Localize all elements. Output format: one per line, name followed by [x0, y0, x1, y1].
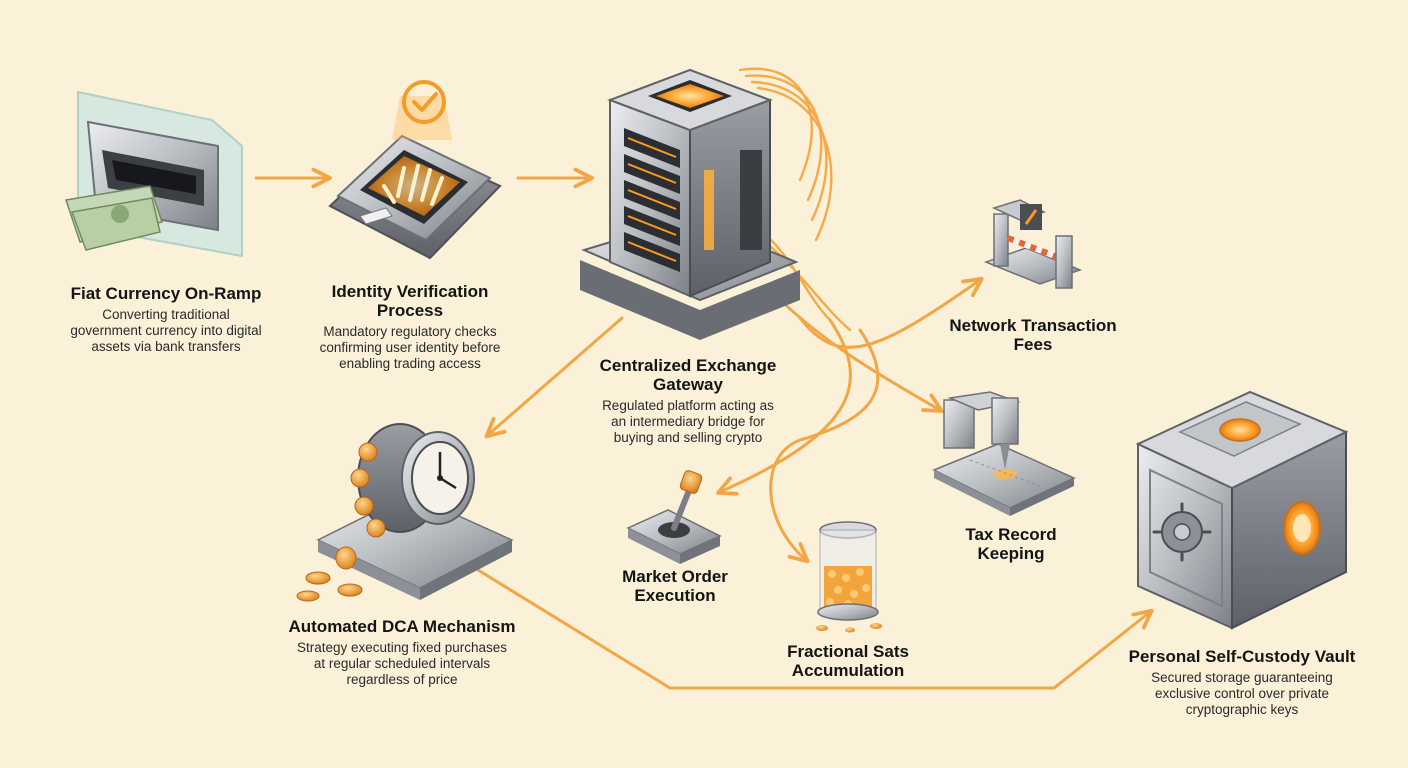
- coin-jar-icon: [816, 521, 882, 633]
- desc-line: enabling trading access: [339, 356, 481, 371]
- node-identity-verification: Identity Verification Process Mandatory …: [300, 282, 520, 372]
- clock-coin-machine-icon: [296, 423, 514, 602]
- server-racks: [624, 128, 680, 272]
- node-description: Strategy executing fixed purchases at re…: [270, 640, 534, 688]
- node-title: Automated DCA Mechanism: [288, 617, 516, 636]
- desc-line: buying and selling crypto: [613, 430, 763, 445]
- desc-line: assets via bank transfers: [91, 339, 241, 354]
- title-line: Centralized Exchange: [599, 356, 777, 375]
- title-line: Accumulation: [791, 661, 905, 680]
- node-title: Personal Self-Custody Vault: [1128, 647, 1356, 666]
- desc-line: Secured storage guaranteeing: [1151, 670, 1333, 685]
- node-title: Centralized Exchange Gateway: [574, 356, 802, 394]
- node-centralized-exchange: Centralized Exchange Gateway Regulated p…: [574, 356, 802, 446]
- banknotes: [65, 185, 163, 251]
- node-market-order-execution: Market Order Execution: [584, 567, 766, 605]
- engraver-icon: [932, 391, 1076, 516]
- hand-scanner-icon: [328, 80, 502, 260]
- node-self-custody-vault: Personal Self-Custody Vault Secured stor…: [1112, 647, 1372, 718]
- toll-gate-icon: [983, 199, 1083, 289]
- desc-line: confirming user identity before: [319, 340, 501, 355]
- desc-line: at regular scheduled intervals: [313, 656, 491, 671]
- node-description: Mandatory regulatory checks confirming u…: [300, 324, 520, 372]
- server-tower-icon: [580, 68, 800, 340]
- node-fractional-sats: Fractional Sats Accumulation: [756, 642, 940, 680]
- title-line: Execution: [634, 586, 716, 605]
- title-line: Network Transaction: [949, 316, 1117, 335]
- node-automated-dca: Automated DCA Mechanism Strategy executi…: [270, 617, 534, 688]
- safe-vault-icon: [1135, 390, 1349, 630]
- desc-line: Regulated platform acting as: [602, 398, 774, 413]
- node-tax-record-keeping: Tax Record Keeping: [920, 525, 1102, 563]
- title-line: Fees: [1013, 335, 1053, 354]
- node-description: Converting traditional government curren…: [48, 307, 284, 355]
- title-line: Tax Record: [965, 525, 1057, 544]
- arrow-exchange-to-dca: [484, 316, 624, 439]
- connectors: [254, 167, 1154, 690]
- title-line: Keeping: [977, 544, 1045, 563]
- node-description: Regulated platform acting as an intermed…: [574, 398, 802, 446]
- node-description: Secured storage guaranteeing exclusive c…: [1112, 670, 1372, 718]
- check-badge: [392, 80, 452, 140]
- title-line: Process: [376, 301, 444, 320]
- node-title: Fractional Sats Accumulation: [756, 642, 940, 680]
- desc-line: exclusive control over private: [1154, 686, 1330, 701]
- title-line: Gateway: [653, 375, 723, 394]
- desc-line: Mandatory regulatory checks: [323, 324, 497, 339]
- desc-line: an intermediary bridge for: [611, 414, 765, 429]
- node-fiat-currency-on-ramp: Fiat Currency On-Ramp Converting traditi…: [48, 284, 284, 355]
- arrow-exchange-to-market: [716, 318, 852, 496]
- cash-slot-icon: [65, 90, 243, 258]
- node-network-transaction-fees: Network Transaction Fees: [930, 316, 1136, 354]
- desc-line: government currency into digital: [70, 323, 262, 338]
- node-title: Market Order Execution: [584, 567, 766, 605]
- desc-line: cryptographic keys: [1185, 702, 1299, 717]
- title-line: Identity Verification: [331, 282, 489, 301]
- node-title: Fiat Currency On-Ramp: [70, 284, 262, 303]
- node-title: Network Transaction Fees: [930, 316, 1136, 354]
- desc-line: regardless of price: [346, 672, 458, 687]
- arrow-dca-to-vault: [476, 568, 1154, 690]
- title-line: Fractional Sats: [787, 642, 909, 661]
- node-title: Tax Record Keeping: [920, 525, 1102, 563]
- node-title: Identity Verification Process: [300, 282, 520, 320]
- desc-line: Strategy executing fixed purchases: [296, 640, 508, 655]
- arrow-exchange-to-sats: [769, 328, 880, 564]
- desc-line: Converting traditional: [102, 307, 230, 322]
- title-line: Market Order: [622, 567, 728, 586]
- lever-switch-icon: [626, 470, 722, 564]
